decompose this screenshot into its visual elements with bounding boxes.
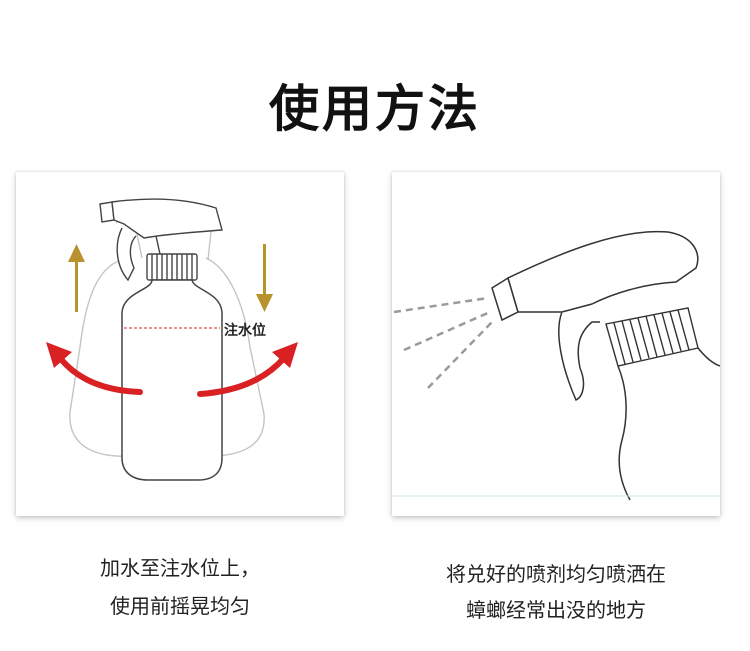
step2-caption-line2: 蟑螂经常出没的地方 xyxy=(466,598,646,622)
step2-illustration-panel xyxy=(392,172,720,516)
shake-arrowhead-left-icon xyxy=(46,342,72,368)
step1-caption-line2: 使用前摇晃均匀 xyxy=(110,594,250,618)
shake-arrow-left-icon xyxy=(57,355,143,395)
bottle-body xyxy=(617,347,720,501)
step2-caption-line1: 将兑好的喷剂均匀喷洒在 xyxy=(446,562,666,586)
bottle-collar-ribbed xyxy=(605,307,699,367)
trigger-head xyxy=(507,230,699,313)
shake-arrowhead-right-icon xyxy=(272,342,298,368)
water-level-label: 注水位 xyxy=(224,323,266,339)
trigger-lever xyxy=(558,311,600,402)
shake-arrow-right-icon xyxy=(197,355,287,397)
step1-illustration-panel: 注水位 xyxy=(16,172,344,516)
spray-illustration xyxy=(392,230,720,501)
bottle-collar xyxy=(146,253,198,281)
step1-caption-line1: 加水至注水位上， xyxy=(100,556,260,580)
page-title: 使用方法 xyxy=(269,80,481,138)
bottle-shake-illustration xyxy=(46,198,298,481)
down-arrow-icon xyxy=(256,244,273,312)
bottle-body xyxy=(121,279,223,481)
trigger-sprayer xyxy=(99,198,223,282)
spray-mist-icon xyxy=(393,296,493,389)
up-arrow-icon xyxy=(68,244,85,312)
